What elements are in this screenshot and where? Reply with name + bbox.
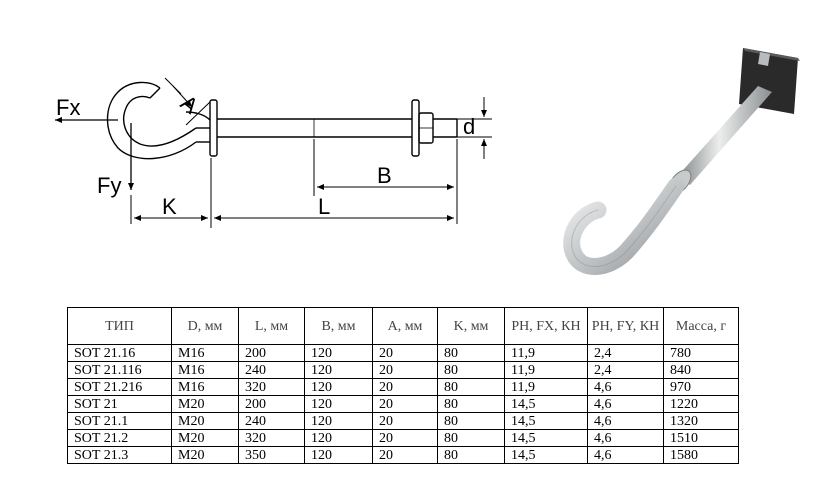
table-cell: 200 [238, 344, 305, 362]
table-cell: M16 [171, 344, 239, 362]
table-cell: 840 [663, 361, 739, 379]
table-cell: M16 [171, 378, 239, 396]
table-cell: 80 [437, 395, 505, 413]
column-header: L, мм [238, 307, 305, 345]
table-cell: 80 [437, 361, 505, 379]
table-cell: 2,4 [587, 344, 664, 362]
table-cell: M20 [171, 429, 239, 447]
table-cell: SOT 21.2 [67, 429, 172, 447]
table-cell: 1510 [663, 429, 739, 447]
table-cell: 120 [304, 361, 373, 379]
column-header: Масса, г [663, 307, 739, 345]
table-cell: M20 [171, 446, 239, 464]
fy-label: Fy [97, 173, 121, 198]
b-label: B [377, 163, 392, 188]
table-cell: 80 [437, 378, 505, 396]
d-dimension [457, 97, 492, 159]
a-dimension [164, 77, 211, 126]
table-cell: 20 [372, 446, 438, 464]
table-cell: 240 [238, 361, 305, 379]
table-cell: 120 [304, 378, 373, 396]
table-cell: 780 [663, 344, 739, 362]
l-label: L [318, 194, 330, 219]
table-cell: 20 [372, 361, 438, 379]
table-cell: 4,6 [587, 378, 664, 396]
anchor-bolt-photo [563, 48, 800, 275]
d-label: d [463, 114, 475, 139]
table-cell: 20 [372, 395, 438, 413]
table-cell: 120 [304, 395, 373, 413]
table-header-row: ТИП D, мм L, мм B, мм A, мм K, мм PH, FX… [67, 307, 739, 345]
table-cell: 1320 [663, 412, 739, 430]
table-cell: 2,4 [587, 361, 664, 379]
table-cell: 4,6 [587, 429, 664, 447]
table-cell: 120 [304, 429, 373, 447]
column-header: D, мм [171, 307, 239, 345]
column-header: PH, FX, КН [504, 307, 588, 345]
table-cell: 4,6 [587, 395, 664, 413]
table-cell: 1580 [663, 446, 739, 464]
table-cell: 14,5 [504, 446, 588, 464]
b-dimension [313, 139, 458, 224]
table-cell: SOT 21.1 [67, 412, 172, 430]
table-cell: 200 [238, 395, 305, 413]
column-header: B, мм [304, 307, 373, 345]
table-cell: 20 [372, 412, 438, 430]
table-cell: 120 [304, 446, 373, 464]
table-cell: SOT 21.3 [67, 446, 172, 464]
table-cell: 350 [238, 446, 305, 464]
table-cell: M20 [171, 395, 239, 413]
table-cell: 970 [663, 378, 739, 396]
table-cell: 11,9 [504, 378, 588, 396]
table-cell: SOT 21.216 [67, 378, 172, 396]
table-cell: 4,6 [587, 412, 664, 430]
table-cell: 14,5 [504, 412, 588, 430]
bolt-outline [106, 81, 458, 160]
table-cell: SOT 21.116 [67, 361, 172, 379]
table-cell: 320 [238, 429, 305, 447]
table-cell: 1220 [663, 395, 739, 413]
column-header: ТИП [67, 307, 172, 345]
table-cell: 20 [372, 378, 438, 396]
table-cell: 11,9 [504, 344, 588, 362]
table-cell: 80 [437, 344, 505, 362]
table-cell: 80 [437, 429, 505, 447]
specification-table: ТИП D, мм L, мм B, мм A, мм K, мм PH, FX… [67, 307, 739, 464]
table-cell: 240 [238, 412, 305, 430]
technical-drawing: Fx Fy A d B K L [55, 48, 800, 275]
column-header: A, мм [372, 307, 438, 345]
table-cell: 80 [437, 446, 505, 464]
table-cell: M16 [171, 361, 239, 379]
column-header: K, мм [437, 307, 505, 345]
table-cell: 4,6 [587, 446, 664, 464]
table-cell: 120 [304, 344, 373, 362]
table-cell: SOT 21 [67, 395, 172, 413]
table-cell: 20 [372, 429, 438, 447]
fx-label: Fx [56, 95, 80, 120]
k-dimension [130, 158, 212, 228]
table-cell: 120 [304, 412, 373, 430]
column-header: PH, FY, КН [587, 307, 664, 345]
table-cell: 14,5 [504, 395, 588, 413]
table-cell: 320 [238, 378, 305, 396]
k-label: K [162, 194, 177, 219]
table-cell: SOT 21.16 [67, 344, 172, 362]
table-cell: 20 [372, 344, 438, 362]
table-cell: 11,9 [504, 361, 588, 379]
table-cell: M20 [171, 412, 239, 430]
table-cell: 14,5 [504, 429, 588, 447]
table-cell: 80 [437, 412, 505, 430]
